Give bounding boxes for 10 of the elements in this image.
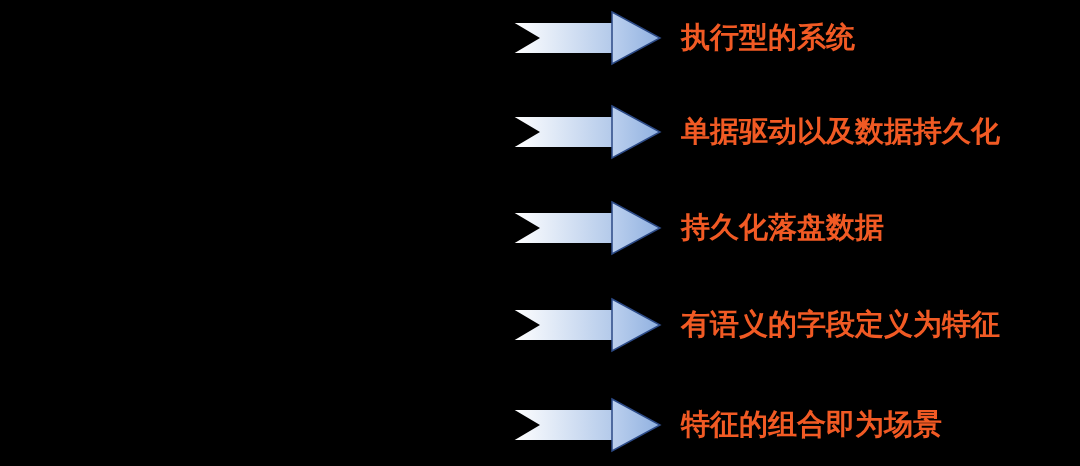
block-arrow — [513, 398, 661, 452]
node-text: 单据驱动以及数据持久化 — [680, 113, 1001, 150]
node-text: 执行型的系统 — [679, 19, 856, 56]
node-text: 特征的组合即为场景 — [679, 406, 943, 443]
block-arrow — [513, 105, 661, 159]
node-text: 持久化落盘数据 — [679, 209, 885, 246]
block-arrow — [513, 201, 661, 255]
block-arrow — [513, 298, 661, 352]
block-arrow — [513, 11, 661, 65]
node-text: 有语义的字段定义为特征 — [680, 306, 1001, 343]
